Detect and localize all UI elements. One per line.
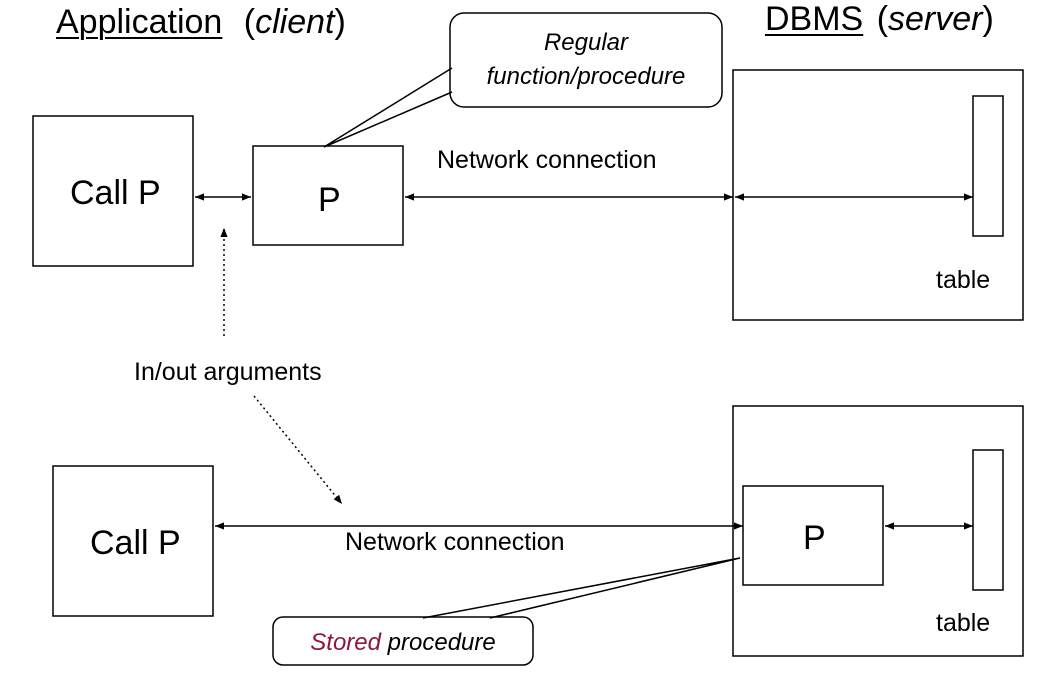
args-arrow-diagonal — [253, 395, 343, 505]
client-header: Application (client) — [56, 3, 346, 41]
client-header-label: Application — [56, 3, 223, 41]
bottom-procedure-label: P — [803, 519, 826, 557]
top-callout-text: Regular function/procedure — [452, 26, 720, 93]
bottom-callout-pointer — [422, 557, 741, 619]
bottom-network-label: Network connection — [345, 528, 565, 556]
server-header: DBMS (server) — [765, 0, 994, 38]
bottom-callout-rest: procedure — [387, 629, 496, 656]
server-header-label: DBMS — [765, 0, 864, 38]
args-label: In/out arguments — [134, 358, 322, 386]
bottom-caller-box — [52, 465, 214, 617]
client-header-role: client — [255, 3, 335, 41]
top-table-box — [972, 95, 1004, 237]
bottom-table-label: table — [936, 609, 991, 637]
top-callout-line1: Regular — [543, 29, 629, 56]
top-callout-bubble — [449, 12, 723, 108]
bottom-callout-bubble — [272, 616, 534, 666]
top-caller-label: Call P — [70, 174, 161, 212]
top-procedure-box — [252, 145, 404, 246]
bottom-callout-accent: Stored — [310, 629, 381, 656]
top-network-label: Network connection — [437, 146, 657, 174]
bottom-table-box — [972, 449, 1004, 591]
bottom-procedure-box — [742, 485, 884, 586]
top-caller-box — [32, 115, 194, 267]
top-callout-line2: function/procedure — [486, 62, 686, 90]
bottom-caller-label: Call P — [90, 524, 181, 562]
server-header-role: server — [888, 0, 983, 38]
top-procedure-label: P — [318, 181, 341, 219]
bottom-callout-text: Stored procedure — [273, 631, 533, 655]
top-table-label: table — [936, 266, 991, 294]
top-callout-pointer — [323, 67, 453, 148]
